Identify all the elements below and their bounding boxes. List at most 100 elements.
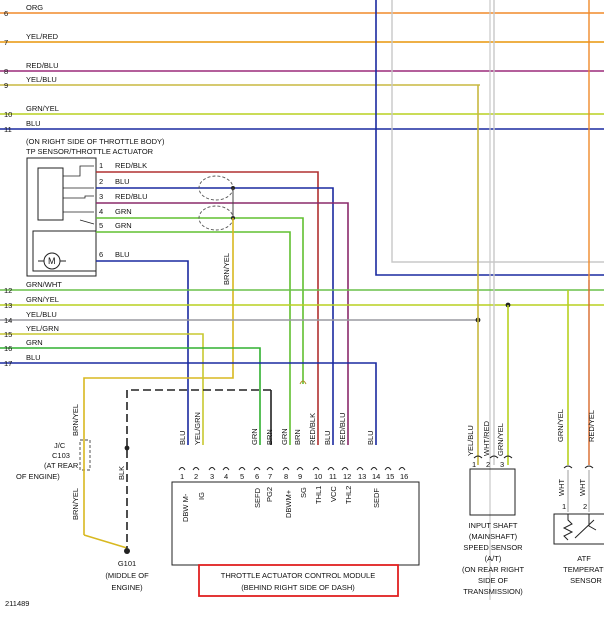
pin-6: 6 (99, 250, 103, 259)
wire-grn-4 (96, 217, 304, 384)
module-pin-number: 3 (210, 472, 214, 481)
atf-label-3: SENSOR (570, 576, 602, 585)
module-pin-arc (208, 467, 216, 471)
module-pin-arc (253, 467, 261, 471)
module-pin-arc (384, 467, 392, 471)
sensor-feeds (475, 0, 590, 465)
module-pin-arc (370, 467, 378, 471)
c103-label-2: C103 (52, 451, 70, 460)
throttle-title-2: TP SENSOR/THROTTLE ACTUATOR (26, 147, 154, 156)
pin-name-sefd: SEFD (253, 487, 262, 508)
ground-label-1: G101 (118, 559, 136, 568)
module-pin-number: 13 (358, 472, 366, 481)
wire-12-num: 12 (4, 286, 12, 295)
module-pin-arc (341, 467, 349, 471)
pin-3-label: RED/BLU (115, 192, 148, 201)
wire-7-num: 7 (4, 38, 8, 47)
pin-name-pg2a: PG2 (265, 487, 274, 502)
is-label-5: (ON REAR RIGHT (462, 565, 525, 574)
pin-name-dbwmp: DBWM+ (284, 489, 293, 518)
wire-15-label: YEL/GRN (26, 324, 59, 333)
wire-17-num: 17 (4, 359, 12, 368)
module-pin-number: 8 (284, 472, 288, 481)
module-pin-number: 16 (400, 472, 408, 481)
module-pin-arc (312, 467, 320, 471)
ground-label-3: ENGINE) (111, 583, 143, 592)
mod-wire-3: GRN (250, 428, 259, 445)
mod-wire-4: BRN (265, 429, 274, 445)
is-connector-arcs (473, 455, 513, 459)
wire-16 (0, 347, 261, 445)
atf-lower-wire-1: WHT (557, 479, 566, 496)
atf-wire-2: RED/YEL (587, 410, 596, 442)
wire-17-label: BLU (26, 353, 41, 362)
module-pin-arc (327, 467, 335, 471)
pin-5: 5 (99, 221, 103, 230)
c103-to-ground (83, 534, 128, 549)
wire-red-blk (96, 171, 319, 445)
wire-6-num: 6 (4, 9, 8, 18)
module-pin-number: 1 (180, 472, 184, 481)
throttle-title-1: (ON RIGHT SIDE OF THROTTLE BODY) (26, 137, 165, 146)
module-pin-number: 12 (343, 472, 351, 481)
mod-wire-9: RED/BLU (338, 412, 347, 445)
pin-name-sg: SG (299, 487, 308, 498)
c103-label-3: (AT REAR (44, 461, 79, 470)
pin-name-ig: IG (197, 492, 206, 500)
module-pin-number: 11 (329, 472, 337, 481)
module-pin-arc (266, 467, 274, 471)
atf-label-2: TEMPERATU (563, 565, 604, 574)
wire-blu-2 (96, 187, 334, 445)
pin-1: 1 (99, 161, 103, 170)
module-box (171, 481, 420, 566)
wire-16-label: GRN (26, 338, 43, 347)
brn-yel-label: BRN/YEL (222, 253, 231, 285)
gray-frame (391, 0, 604, 263)
module-title-highlight (198, 564, 399, 597)
pin-1-label: RED/BLK (115, 161, 147, 170)
ground-dot (124, 445, 130, 451)
wire-13-label: GRN/YEL (26, 295, 59, 304)
wire-10-num: 10 (4, 110, 12, 119)
pin-5-label: GRN (115, 221, 132, 230)
mod-wire-8: BLU (323, 430, 332, 445)
is-label-1: INPUT SHAFT (468, 521, 517, 530)
pin-2-label: BLU (115, 177, 130, 186)
is-wire-2: WHT/RED (482, 420, 491, 456)
module-pin-arc (178, 467, 186, 471)
wire-9-label: YEL/BLU (26, 75, 57, 84)
atf-pin-1: 1 (562, 502, 566, 511)
pin-name-sedf: SEDF (372, 488, 381, 508)
wire-red-blu (96, 202, 349, 445)
is-label-6: SIDE OF (478, 576, 508, 585)
module-pin-number: 14 (372, 472, 380, 481)
module-pin-number: 5 (240, 472, 244, 481)
mod-wire-6: BRN (293, 429, 302, 445)
blue-frame (375, 0, 604, 276)
lower-wire-group: 12 GRN/WHT 13 GRN/YEL 14 YEL/BLU 15 YEL/… (0, 280, 604, 445)
wire-15 (0, 333, 204, 445)
throttle-pins: 1 RED/BLK 2 BLU 3 RED/BLU 4 GRN 5 GRN 6 … (99, 161, 148, 259)
is-label-2: (MAINSHAFT) (469, 532, 518, 541)
atf-box (553, 513, 604, 545)
wire-16-num: 16 (4, 344, 12, 353)
module-pin-arc (356, 467, 364, 471)
mod-wire-1: BLU (178, 430, 187, 445)
pin-4: 4 (99, 207, 103, 216)
wire-11-label: BLU (26, 119, 41, 128)
module-pin-arc (222, 467, 230, 471)
wire-10-label: GRN/YEL (26, 104, 59, 113)
module-subtitle: (BEHIND RIGHT SIDE OF DASH) (241, 583, 355, 592)
wire-8-num: 8 (4, 67, 8, 76)
sensor-leads (63, 165, 95, 225)
module-pin-number: 10 (314, 472, 322, 481)
atf-connector-arcs (563, 465, 594, 469)
figure-id: 211489 (5, 599, 29, 608)
wire-13-num: 13 (4, 301, 12, 310)
wire-brn-yel (83, 218, 234, 448)
ground-g101: BLK G101 (MIDDLE OF ENGINE) (105, 389, 272, 592)
atf-thermistor (562, 514, 597, 541)
c103-wire-top: BRN/YEL (71, 404, 80, 436)
